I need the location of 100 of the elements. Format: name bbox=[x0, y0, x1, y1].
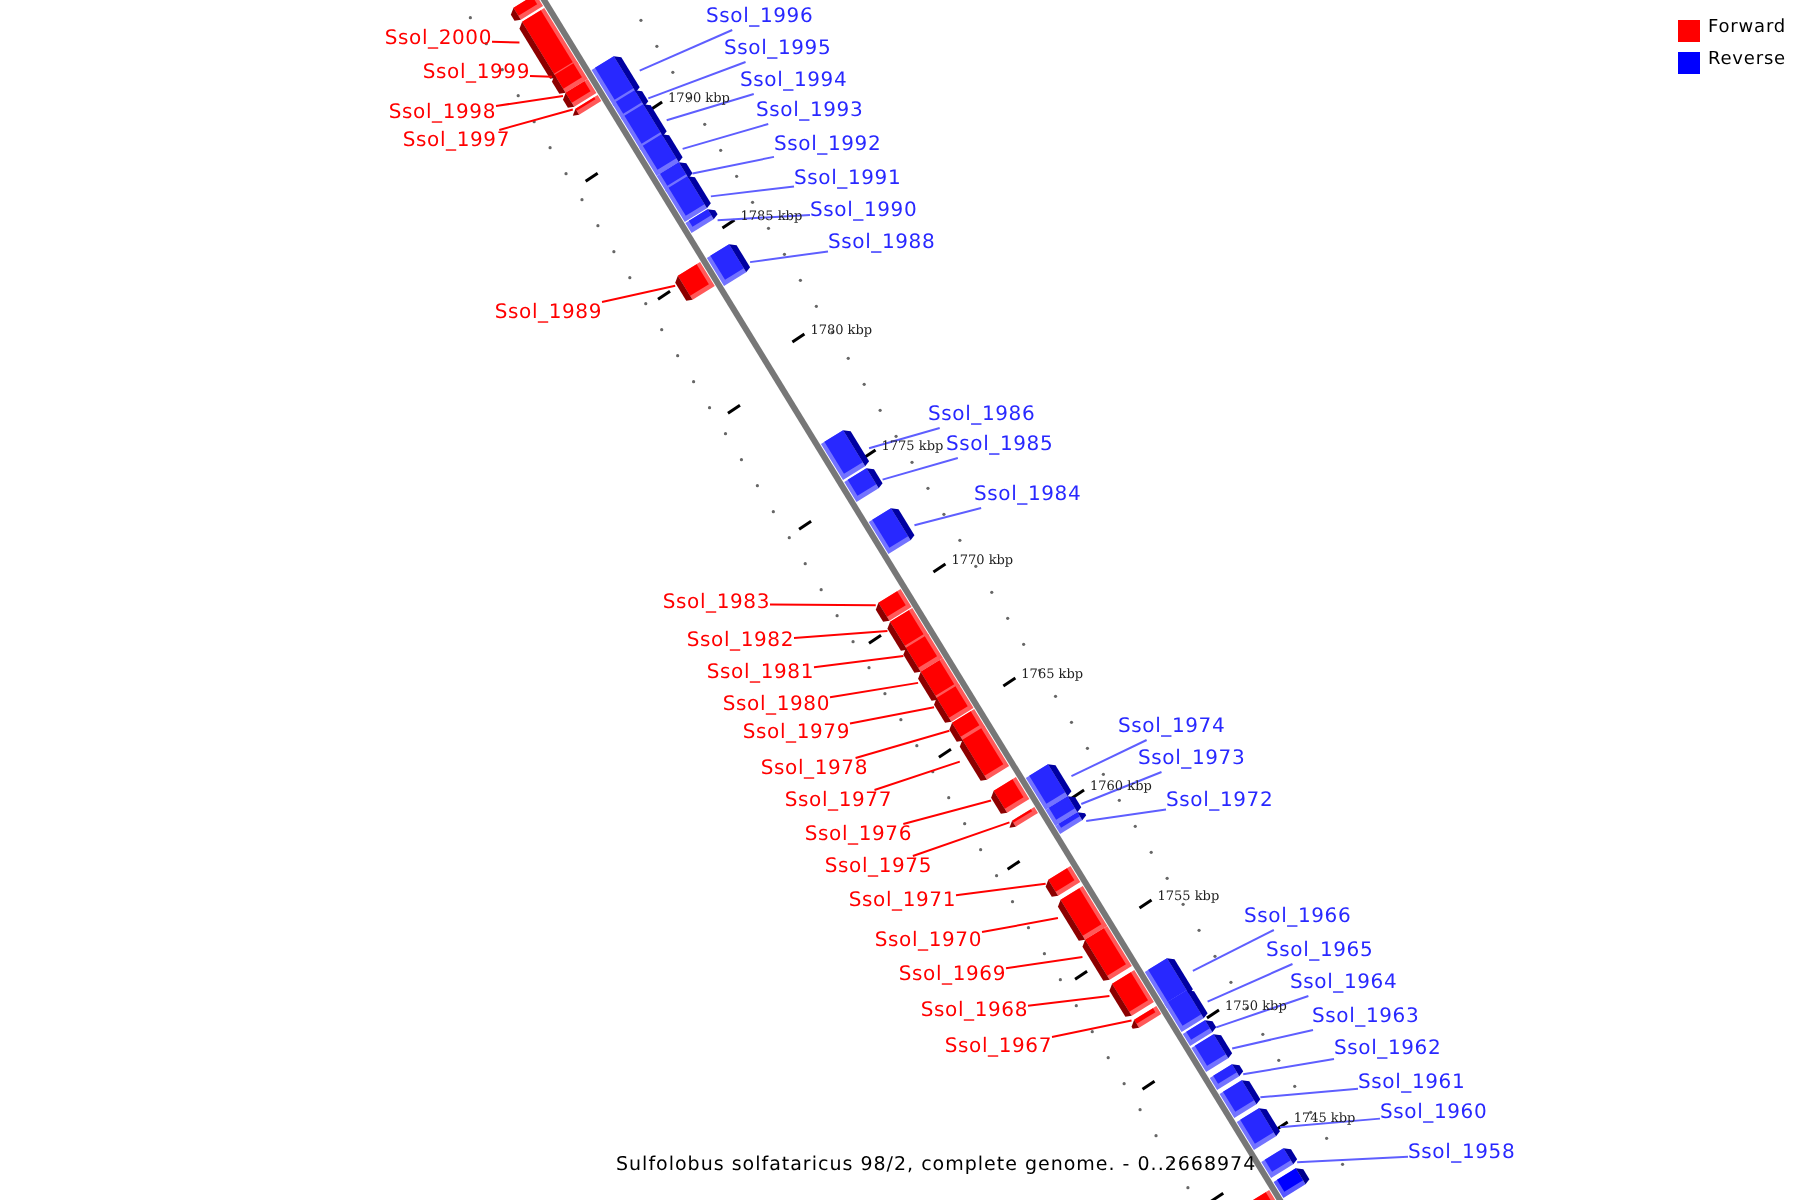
leader-line bbox=[498, 108, 574, 131]
leader-line bbox=[1191, 929, 1275, 972]
gene-block bbox=[1191, 1034, 1233, 1072]
gene-label: Ssol_1992 bbox=[774, 134, 882, 158]
leader-line bbox=[829, 681, 920, 699]
gene-label: Ssol_1996 bbox=[706, 6, 814, 30]
leader-line bbox=[1005, 956, 1084, 970]
gene-label: Ssol_1984 bbox=[974, 484, 1082, 508]
gene-label: Ssol_1979 bbox=[742, 722, 850, 746]
leader-line bbox=[1206, 963, 1294, 1003]
gene-block bbox=[685, 209, 718, 233]
gene-block bbox=[675, 262, 715, 301]
leader-line bbox=[1215, 995, 1310, 1029]
leader-line bbox=[873, 760, 961, 791]
leader-line bbox=[1080, 771, 1163, 805]
leader-line bbox=[868, 427, 941, 450]
gene-label: Ssol_1995 bbox=[724, 38, 832, 62]
gene-label: Ssol_1962 bbox=[1334, 1038, 1442, 1062]
gene-label: Ssol_1974 bbox=[1118, 716, 1226, 740]
leader-line bbox=[911, 821, 1011, 857]
leader-line bbox=[709, 185, 795, 198]
gene-label: Ssol_1975 bbox=[824, 856, 932, 880]
leader-line bbox=[1296, 1155, 1409, 1164]
legend-label: Reverse bbox=[1708, 50, 1786, 70]
leader-line bbox=[638, 29, 734, 72]
leader-line bbox=[769, 603, 877, 607]
gene-label: Ssol_1970 bbox=[874, 930, 982, 954]
leader-line bbox=[665, 93, 755, 122]
leader-line bbox=[1051, 1019, 1133, 1038]
leader-line bbox=[749, 250, 829, 264]
gene-label: Ssol_1968 bbox=[920, 1000, 1028, 1024]
leader-line bbox=[1085, 808, 1167, 822]
gene-block bbox=[1109, 970, 1154, 1017]
leader-line bbox=[981, 917, 1059, 934]
gene-block bbox=[868, 508, 915, 554]
gene-block bbox=[1273, 1168, 1310, 1198]
leader-line bbox=[529, 75, 553, 78]
gene-block bbox=[844, 468, 883, 502]
gene-label: Ssol_1969 bbox=[898, 964, 1006, 988]
leader-line bbox=[955, 882, 1047, 897]
gene-block bbox=[1057, 886, 1108, 941]
gene-label: Ssol_1972 bbox=[1166, 790, 1274, 814]
gene-block bbox=[1131, 1006, 1162, 1029]
gene-label: Ssol_1973 bbox=[1138, 748, 1246, 772]
gene-label: Ssol_1971 bbox=[848, 890, 956, 914]
legend-label: Forward bbox=[1708, 18, 1786, 38]
leader-line bbox=[647, 61, 747, 100]
leader-line bbox=[1231, 1029, 1315, 1050]
gene-label: Ssol_1966 bbox=[1244, 906, 1352, 930]
leader-line bbox=[854, 729, 951, 759]
gene-block bbox=[1045, 866, 1081, 897]
gene-label: Ssol_1964 bbox=[1290, 972, 1398, 996]
leader-line bbox=[691, 155, 775, 175]
gene-label: Ssol_1983 bbox=[662, 592, 770, 616]
leader-line bbox=[913, 507, 983, 527]
leader-line bbox=[1027, 995, 1111, 1007]
gene-label: Ssol_1991 bbox=[794, 168, 902, 192]
leader-line bbox=[1070, 739, 1148, 778]
gene-label: Ssol_1958 bbox=[1408, 1142, 1516, 1166]
gene-label: Ssol_1977 bbox=[784, 790, 892, 814]
gene-label: Ssol_1960 bbox=[1380, 1102, 1488, 1126]
leader-line bbox=[681, 123, 770, 150]
leader-line bbox=[793, 630, 889, 639]
leader-line bbox=[495, 94, 564, 107]
gene-label: Ssol_1994 bbox=[740, 70, 848, 94]
gene-label: Ssol_1999 bbox=[422, 62, 530, 86]
gene-label: Ssol_1980 bbox=[722, 694, 830, 718]
gene-label: Ssol_1993 bbox=[756, 100, 864, 124]
leader-line bbox=[813, 654, 905, 669]
leader-line bbox=[881, 457, 959, 481]
gene-block bbox=[1236, 1108, 1280, 1150]
gene-label: Ssol_1982 bbox=[686, 630, 794, 654]
gene-label: Ssol_1961 bbox=[1358, 1072, 1466, 1096]
gene-block bbox=[1009, 807, 1038, 828]
gene-label: Ssol_1997 bbox=[402, 130, 510, 154]
leader-line bbox=[491, 40, 521, 44]
gene-label: Ssol_1986 bbox=[928, 404, 1036, 428]
gene-block bbox=[572, 95, 602, 116]
gene-block bbox=[706, 244, 751, 286]
leader-line bbox=[902, 799, 993, 825]
leader-line bbox=[849, 706, 936, 725]
gene-label: Ssol_1978 bbox=[760, 758, 868, 782]
gene-block bbox=[1082, 926, 1132, 981]
leader-line bbox=[1242, 1058, 1335, 1076]
gene-label: Ssol_1985 bbox=[946, 434, 1054, 458]
gene-label: Ssol_1965 bbox=[1266, 940, 1374, 964]
leader-line bbox=[601, 284, 677, 304]
gene-block bbox=[1219, 1080, 1261, 1118]
gene-label: Ssol_1963 bbox=[1312, 1006, 1420, 1030]
gene-label: Ssol_2000 bbox=[384, 28, 492, 52]
gene-block bbox=[991, 777, 1030, 814]
gene-label: Ssol_1988 bbox=[828, 232, 936, 256]
gene-label: Ssol_1981 bbox=[706, 662, 814, 686]
gene-label: Ssol_1967 bbox=[944, 1036, 1052, 1060]
gene-label: Ssol_1998 bbox=[388, 102, 496, 126]
gene-label: Ssol_1990 bbox=[810, 200, 918, 224]
leader-line bbox=[1259, 1087, 1359, 1099]
gene-label: Ssol_1976 bbox=[804, 824, 912, 848]
gene-label: Ssol_1989 bbox=[494, 302, 602, 326]
caption: Sulfolobus solfataricus 98/2, complete genome. - 0..2668974 bbox=[616, 1154, 1257, 1176]
